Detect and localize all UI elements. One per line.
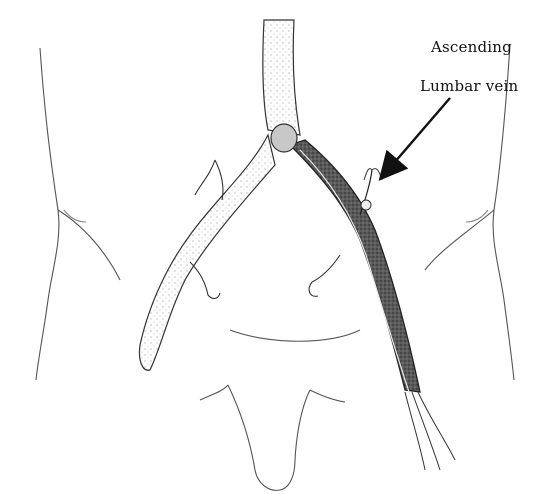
left-iliac-vein — [290, 140, 420, 392]
label-line-2: Lumbar vein — [420, 77, 518, 95]
vena-cava — [263, 20, 300, 135]
label-line-1: Ascending — [431, 38, 512, 56]
callout-arrow — [388, 98, 450, 170]
right-iliac-vein — [139, 135, 275, 370]
catheter-bulb — [271, 124, 297, 152]
catheter — [405, 392, 455, 470]
